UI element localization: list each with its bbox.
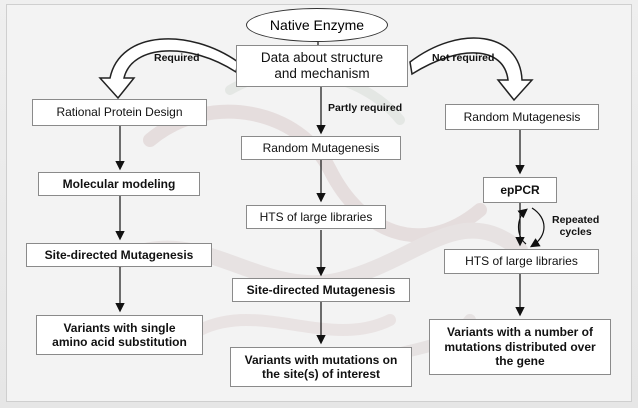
label-repeated-cycles: Repeated cycles (552, 214, 600, 239)
right-random-mutagenesis-box: Random Mutagenesis (445, 104, 599, 130)
label-required: Required (154, 52, 200, 64)
middle-random-mutagenesis-box: Random Mutagenesis (241, 136, 401, 160)
left-site-directed-box: Site-directed Mutagenesis (26, 243, 212, 267)
right-hts-box: HTS of large libraries (444, 249, 599, 274)
native-enzyme-node: Native Enzyme (246, 8, 388, 42)
molecular-modeling-box: Molecular modeling (38, 172, 200, 196)
curved-arrow-not-required (409, 37, 534, 102)
eppcr-box: epPCR (483, 177, 557, 203)
label-not-required: Not required (432, 52, 495, 64)
label-partly-required: Partly required (328, 102, 403, 114)
rational-protein-design-box: Rational Protein Design (32, 99, 207, 126)
middle-site-directed-box: Site-directed Mutagenesis (232, 278, 410, 302)
curved-arrow-required (98, 38, 239, 100)
middle-hts-box: HTS of large libraries (246, 205, 386, 229)
